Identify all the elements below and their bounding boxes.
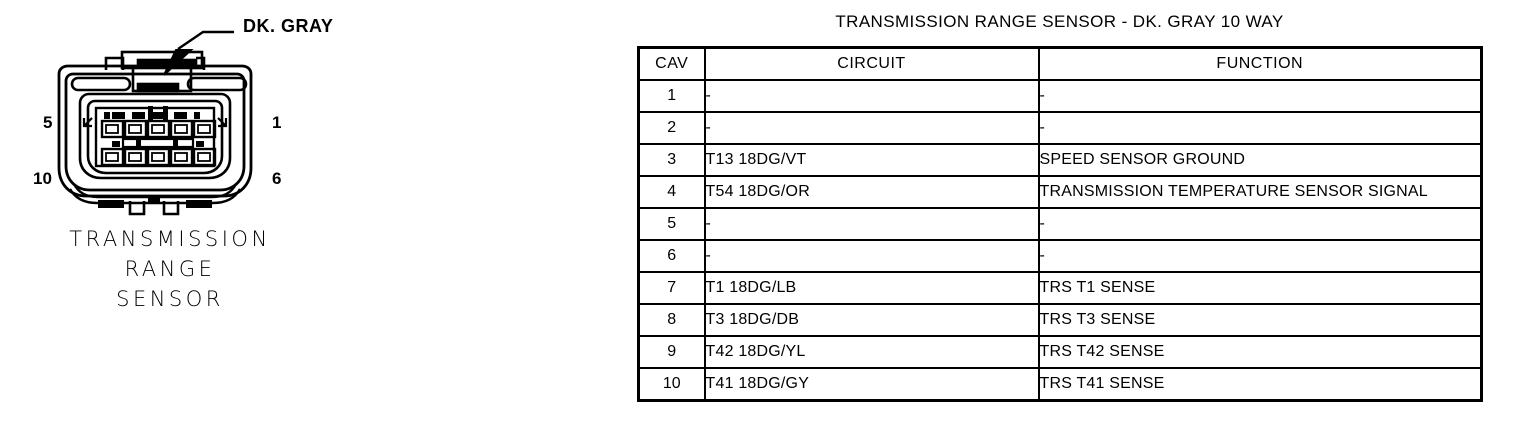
cell-cav: 4 — [637, 175, 706, 209]
cell-function: - — [1037, 207, 1483, 241]
table-row: 2-- — [637, 111, 1483, 145]
cell-circuit: - — [703, 79, 1040, 113]
cell-cav: 8 — [637, 303, 706, 337]
cell-cav: 3 — [637, 143, 706, 177]
table-title: TRANSMISSION RANGE SENSOR - DK. GRAY 10 … — [835, 12, 1284, 31]
cell-circuit: T42 18DG/YL — [703, 335, 1040, 369]
cell-function: TRS T3 SENSE — [1037, 303, 1483, 337]
column-header-circuit: CIRCUIT — [703, 46, 1040, 81]
cell-cav: 6 — [637, 239, 706, 273]
cell-circuit: T41 18DG/GY — [703, 367, 1040, 402]
caption-line-1: TRANSMISSION — [69, 227, 271, 251]
dk-gray-callout-label: DK. GRAY — [243, 16, 334, 36]
connector-diagram-panel: DK. GRAY 5 10 1 6 TRANSMISSION RANGE SEN… — [0, 0, 620, 432]
pin-label-5: 5 — [43, 113, 53, 132]
connector-illustration — [57, 30, 253, 216]
cavity-row-bottom — [100, 147, 217, 167]
cell-function: TRS T42 SENSE — [1037, 335, 1483, 369]
cell-circuit: - — [703, 111, 1040, 145]
cell-circuit: - — [703, 239, 1040, 273]
table-header-row: CAV CIRCUIT FUNCTION — [637, 46, 1483, 81]
cell-circuit: T13 18DG/VT — [703, 143, 1040, 177]
cell-cav: 1 — [637, 79, 706, 113]
cell-cav: 2 — [637, 111, 706, 145]
connector-caption: TRANSMISSION RANGE SENSOR — [0, 224, 340, 314]
callout-leader-line — [177, 30, 234, 50]
cell-circuit: T3 18DG/DB — [703, 303, 1040, 337]
cell-cav: 10 — [637, 367, 706, 402]
pin-label-10: 10 — [33, 169, 52, 188]
cell-function: TRS T1 SENSE — [1037, 271, 1483, 305]
pin-label-1: 1 — [272, 113, 282, 132]
cell-function: - — [1037, 111, 1483, 145]
cell-function: - — [1037, 79, 1483, 113]
table-row: 5-- — [637, 207, 1483, 241]
cell-cav: 5 — [637, 207, 706, 241]
cell-function: TRANSMISSION TEMPERATURE SENSOR SIGNAL — [1037, 175, 1483, 209]
cell-function: SPEED SENSOR GROUND — [1037, 143, 1483, 177]
caption-line-2: RANGE — [124, 257, 216, 281]
caption-line-3: SENSOR — [116, 287, 224, 311]
cavity-row-top — [100, 119, 217, 139]
cell-circuit: T1 18DG/LB — [703, 271, 1040, 305]
cell-function: TRS T41 SENSE — [1037, 367, 1483, 402]
cell-cav: 7 — [637, 271, 706, 305]
cell-cav: 9 — [637, 335, 706, 369]
table-row: 6-- — [637, 239, 1483, 273]
column-header-cav: CAV — [637, 46, 706, 81]
cell-function: - — [1037, 239, 1483, 273]
pin-label-6: 6 — [272, 169, 282, 188]
table-row: 1-- — [637, 79, 1483, 113]
table-header: CAV CIRCUIT FUNCTION — [637, 46, 1483, 81]
cell-circuit: T54 18DG/OR — [703, 175, 1040, 209]
cell-circuit: - — [703, 207, 1040, 241]
column-header-function: FUNCTION — [1037, 46, 1483, 81]
